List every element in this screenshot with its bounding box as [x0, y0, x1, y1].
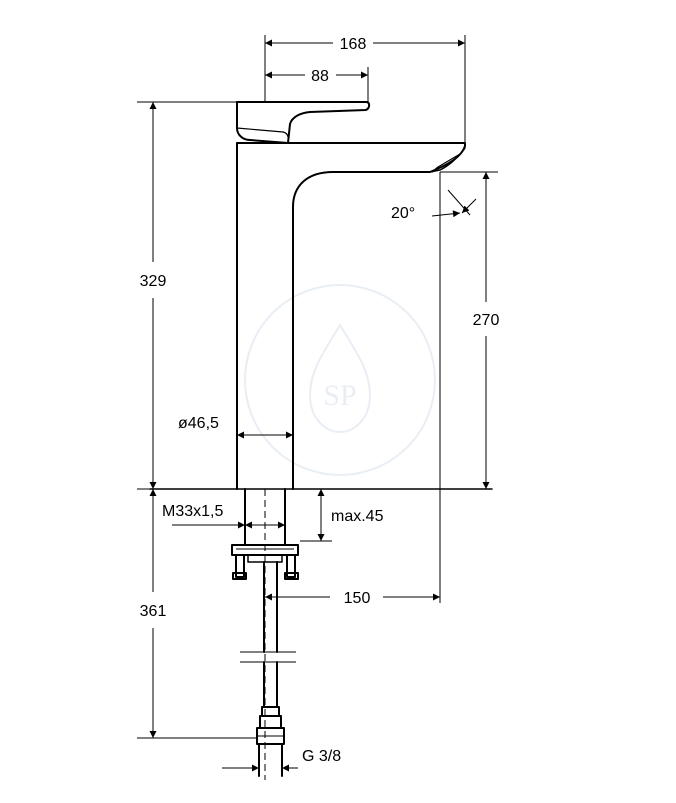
label-spout-projection: 150: [344, 590, 371, 607]
watermark: SP: [244, 284, 436, 476]
dimension-labels: 168 88 20° 329 270 ø46,5 M33x1,5 max.45 …: [140, 36, 500, 765]
label-hose-connection: G 3/8: [302, 748, 341, 765]
label-spout-angle: 20°: [391, 205, 415, 222]
label-lever-reach: 88: [311, 68, 329, 85]
thread-connector: [244, 488, 286, 546]
hose: [240, 561, 296, 777]
label-total-height: 329: [140, 273, 167, 290]
label-thread: M33x1,5: [162, 503, 223, 520]
dimension-lines: [149, 39, 490, 772]
watermark-text: SP: [323, 379, 356, 412]
label-overall-reach: 168: [340, 36, 367, 53]
lever-handle: [236, 101, 371, 144]
faucet-body: [236, 142, 466, 490]
label-body-diameter: ø46,5: [178, 415, 219, 432]
label-spout-outlet-height: 270: [473, 312, 500, 329]
extension-lines: [137, 35, 498, 739]
label-hose-length: 361: [140, 603, 167, 620]
label-max-counter-thickness: max.45: [331, 508, 384, 525]
